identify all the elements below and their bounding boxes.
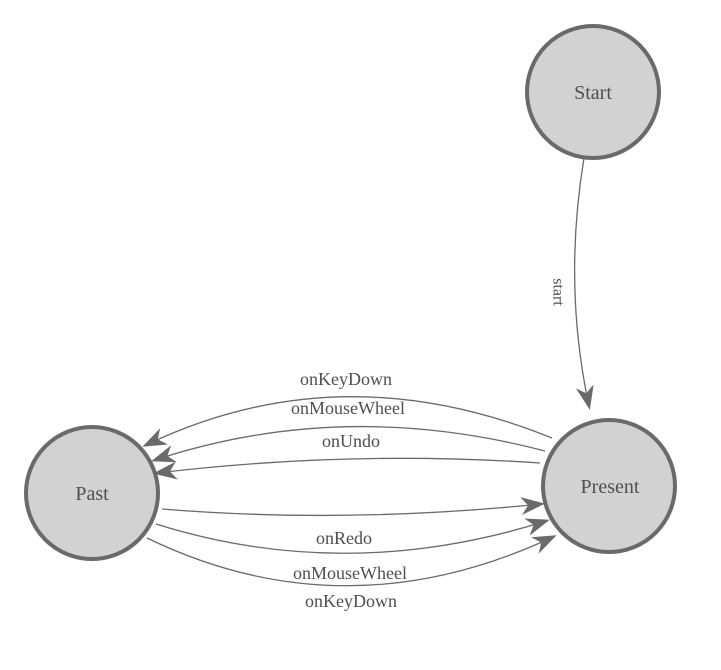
- edge-path-onmousewheel-bottom[interactable]: [155, 518, 550, 554]
- state-node-past: Past: [24, 425, 160, 561]
- edge-past-present-onredo: onRedo: [161, 497, 545, 548]
- state-label-start: Start: [574, 82, 612, 104]
- state-circle-start[interactable]: [525, 24, 661, 160]
- edge-path-onmousewheel-top[interactable]: [151, 425, 546, 463]
- edge-present-past-onkeydown: onKeyDown: [142, 369, 553, 447]
- edge-label-onredo: onRedo: [316, 528, 372, 548]
- edge-label-onmousewheel-top: onMouseWheel: [291, 398, 405, 418]
- edge-label-onkeydown-bottom: onKeyDown: [305, 591, 397, 611]
- edge-path-onkeydown-bottom[interactable]: [146, 535, 557, 587]
- state-circle-present[interactable]: [541, 418, 677, 554]
- state-circle-past[interactable]: [24, 425, 160, 561]
- state-label-past: Past: [75, 483, 109, 505]
- edge-label-start: start: [549, 278, 566, 306]
- state-label-present: Present: [581, 476, 640, 498]
- edge-present-past-onundo: onUndo: [153, 431, 541, 480]
- state-node-present: Present: [541, 418, 677, 554]
- edge-label-onmousewheel-bottom: onMouseWheel: [293, 563, 407, 583]
- edge-path-start[interactable]: [573, 157, 594, 410]
- edge-start-to-present: start: [549, 157, 594, 410]
- edge-past-present-onmousewheel: onMouseWheel: [155, 518, 550, 583]
- edge-path-onkeydown-top[interactable]: [142, 396, 553, 447]
- edge-present-past-onmousewheel: onMouseWheel: [151, 398, 546, 463]
- edge-path-onundo[interactable]: [153, 457, 541, 480]
- edge-past-present-onkeydown: onKeyDown: [146, 535, 557, 611]
- state-node-start: Start: [525, 24, 661, 160]
- edge-label-onundo: onUndo: [322, 431, 380, 451]
- edge-label-onkeydown-top: onKeyDown: [300, 369, 392, 389]
- edge-path-onredo[interactable]: [161, 497, 545, 517]
